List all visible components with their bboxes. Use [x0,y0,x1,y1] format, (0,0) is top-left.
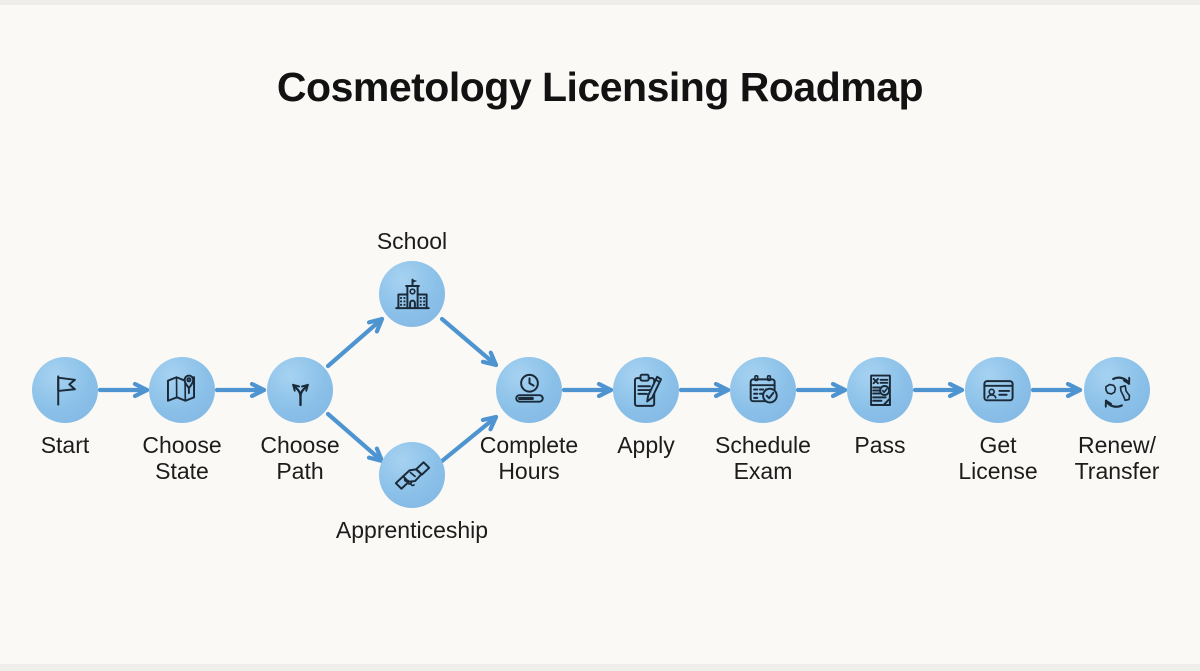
node-circle [847,357,913,423]
arrow-choose-path-to-school [325,316,385,369]
arrow-choose-path-to-apprenticeship [325,411,385,464]
id-card-icon [982,379,1014,401]
node-label: School [376,228,448,254]
node-circle [267,357,333,423]
node-apprenticeship: Apprenticeship [327,442,497,543]
clock-progress-icon [514,373,544,403]
node-start: Start [0,357,150,458]
handshake-icon [394,460,430,490]
page-title: Cosmetology Licensing Roadmap [276,64,924,110]
node-label: Renew/Transfer [1074,432,1160,484]
node-label: Apply [617,432,675,458]
node-pass: Pass [795,357,965,458]
node-circle [613,357,679,423]
node-circle [379,442,445,508]
node-circle [149,357,215,423]
node-apply: Apply [561,357,731,458]
calendar-check-icon [749,374,778,403]
flag-icon [56,374,76,406]
node-circle [379,261,445,327]
node-circle [1084,357,1150,423]
fork-path-icon [291,383,309,406]
arrow-apprenticeship-to-complete-hours [439,414,499,464]
node-label: Pass [854,432,906,458]
node-renew-transfer: Renew/Transfer [1032,357,1200,484]
node-circle [965,357,1031,423]
node-label: Start [40,432,90,458]
node-school: School [327,228,497,327]
node-circle [32,357,98,423]
clipboard-pencil-icon [633,373,662,407]
map-pin-icon [166,374,195,402]
node-circle [496,357,562,423]
node-label: Apprenticeship [335,517,489,543]
node-circle [730,357,796,423]
exam-result-icon [869,374,891,406]
school-building-icon [394,278,430,309]
renew-transfer-icon [1097,376,1130,408]
arrow-school-to-complete-hours [439,316,499,368]
